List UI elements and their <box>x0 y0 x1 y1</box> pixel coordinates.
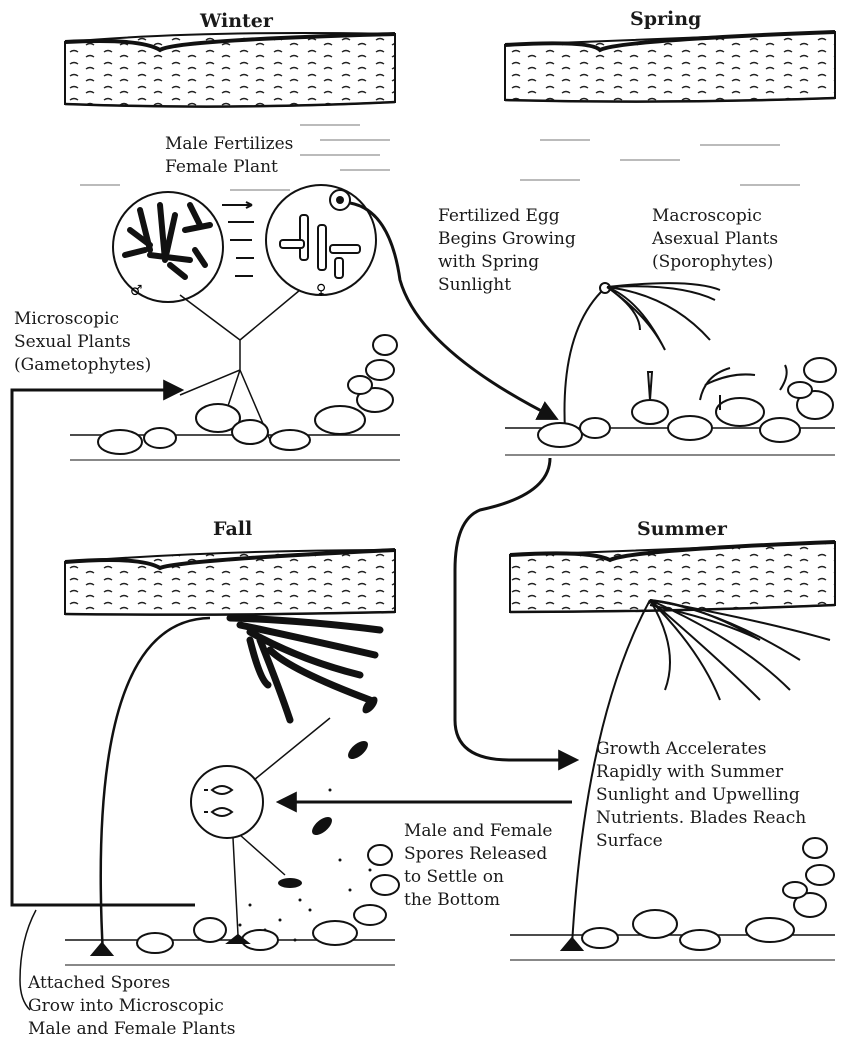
label-line: Grow into Microscopic <box>28 995 235 1018</box>
label-spores-released: Male and Female Spores Released to Settl… <box>404 820 553 912</box>
label-line: Begins Growing <box>438 228 576 251</box>
label-line: Sexual Plants <box>14 331 151 354</box>
label-line: Male Fertilizes <box>165 133 293 156</box>
female-symbol: ♀ <box>316 282 326 298</box>
fall-panel <box>65 550 399 965</box>
label-microscopic: Microscopic Sexual Plants (Gametophytes) <box>14 308 151 377</box>
label-fertilized-egg: Fertilized Egg Begins Growing with Sprin… <box>438 205 576 297</box>
label-line: Spores Released <box>404 843 553 866</box>
season-title-winter: Winter <box>200 10 273 32</box>
spores-zoom-circle <box>191 718 330 935</box>
male-symbol: ♂ <box>130 283 143 299</box>
season-title-spring: Spring <box>630 8 701 30</box>
label-line: Fertilized Egg <box>438 205 576 228</box>
label-attached-spores: Attached Spores Grow into Microscopic Ma… <box>28 972 235 1041</box>
label-line: (Gametophytes) <box>14 354 151 377</box>
arrow-fall-to-winter <box>12 390 195 905</box>
label-growth: Growth Accelerates Rapidly with Summer S… <box>596 738 806 853</box>
female-gametophyte-circle <box>266 185 376 295</box>
label-line: Male and Female Plants <box>28 1018 235 1041</box>
label-line: Male and Female <box>404 820 553 843</box>
season-title-fall: Fall <box>213 518 252 540</box>
winter-panel: ♂ ♀ <box>65 33 400 460</box>
label-male-fertilizes: Male Fertilizes Female Plant <box>165 133 293 179</box>
label-line: Sunlight <box>438 274 576 297</box>
label-line: the Bottom <box>404 889 553 912</box>
label-line: with Spring <box>438 251 576 274</box>
label-line: Surface <box>596 830 806 853</box>
summer-seafloor <box>510 838 835 960</box>
label-line: Attached Spores <box>28 972 235 995</box>
label-line: Macroscopic <box>652 205 778 228</box>
label-line: Growth Accelerates <box>596 738 806 761</box>
label-line: Female Plant <box>165 156 293 179</box>
label-line: Sunlight and Upwelling <box>596 784 806 807</box>
label-line: (Sporophytes) <box>652 251 778 274</box>
label-line: Microscopic <box>14 308 151 331</box>
label-line: Nutrients. Blades Reach <box>596 807 806 830</box>
label-line: to Settle on <box>404 866 553 889</box>
label-line: Rapidly with Summer <box>596 761 806 784</box>
label-macroscopic: Macroscopic Asexual Plants (Sporophytes) <box>652 205 778 274</box>
label-line: Asexual Plants <box>652 228 778 251</box>
spring-seafloor <box>505 358 836 455</box>
season-title-summer: Summer <box>637 518 727 540</box>
winter-surface <box>65 33 395 107</box>
